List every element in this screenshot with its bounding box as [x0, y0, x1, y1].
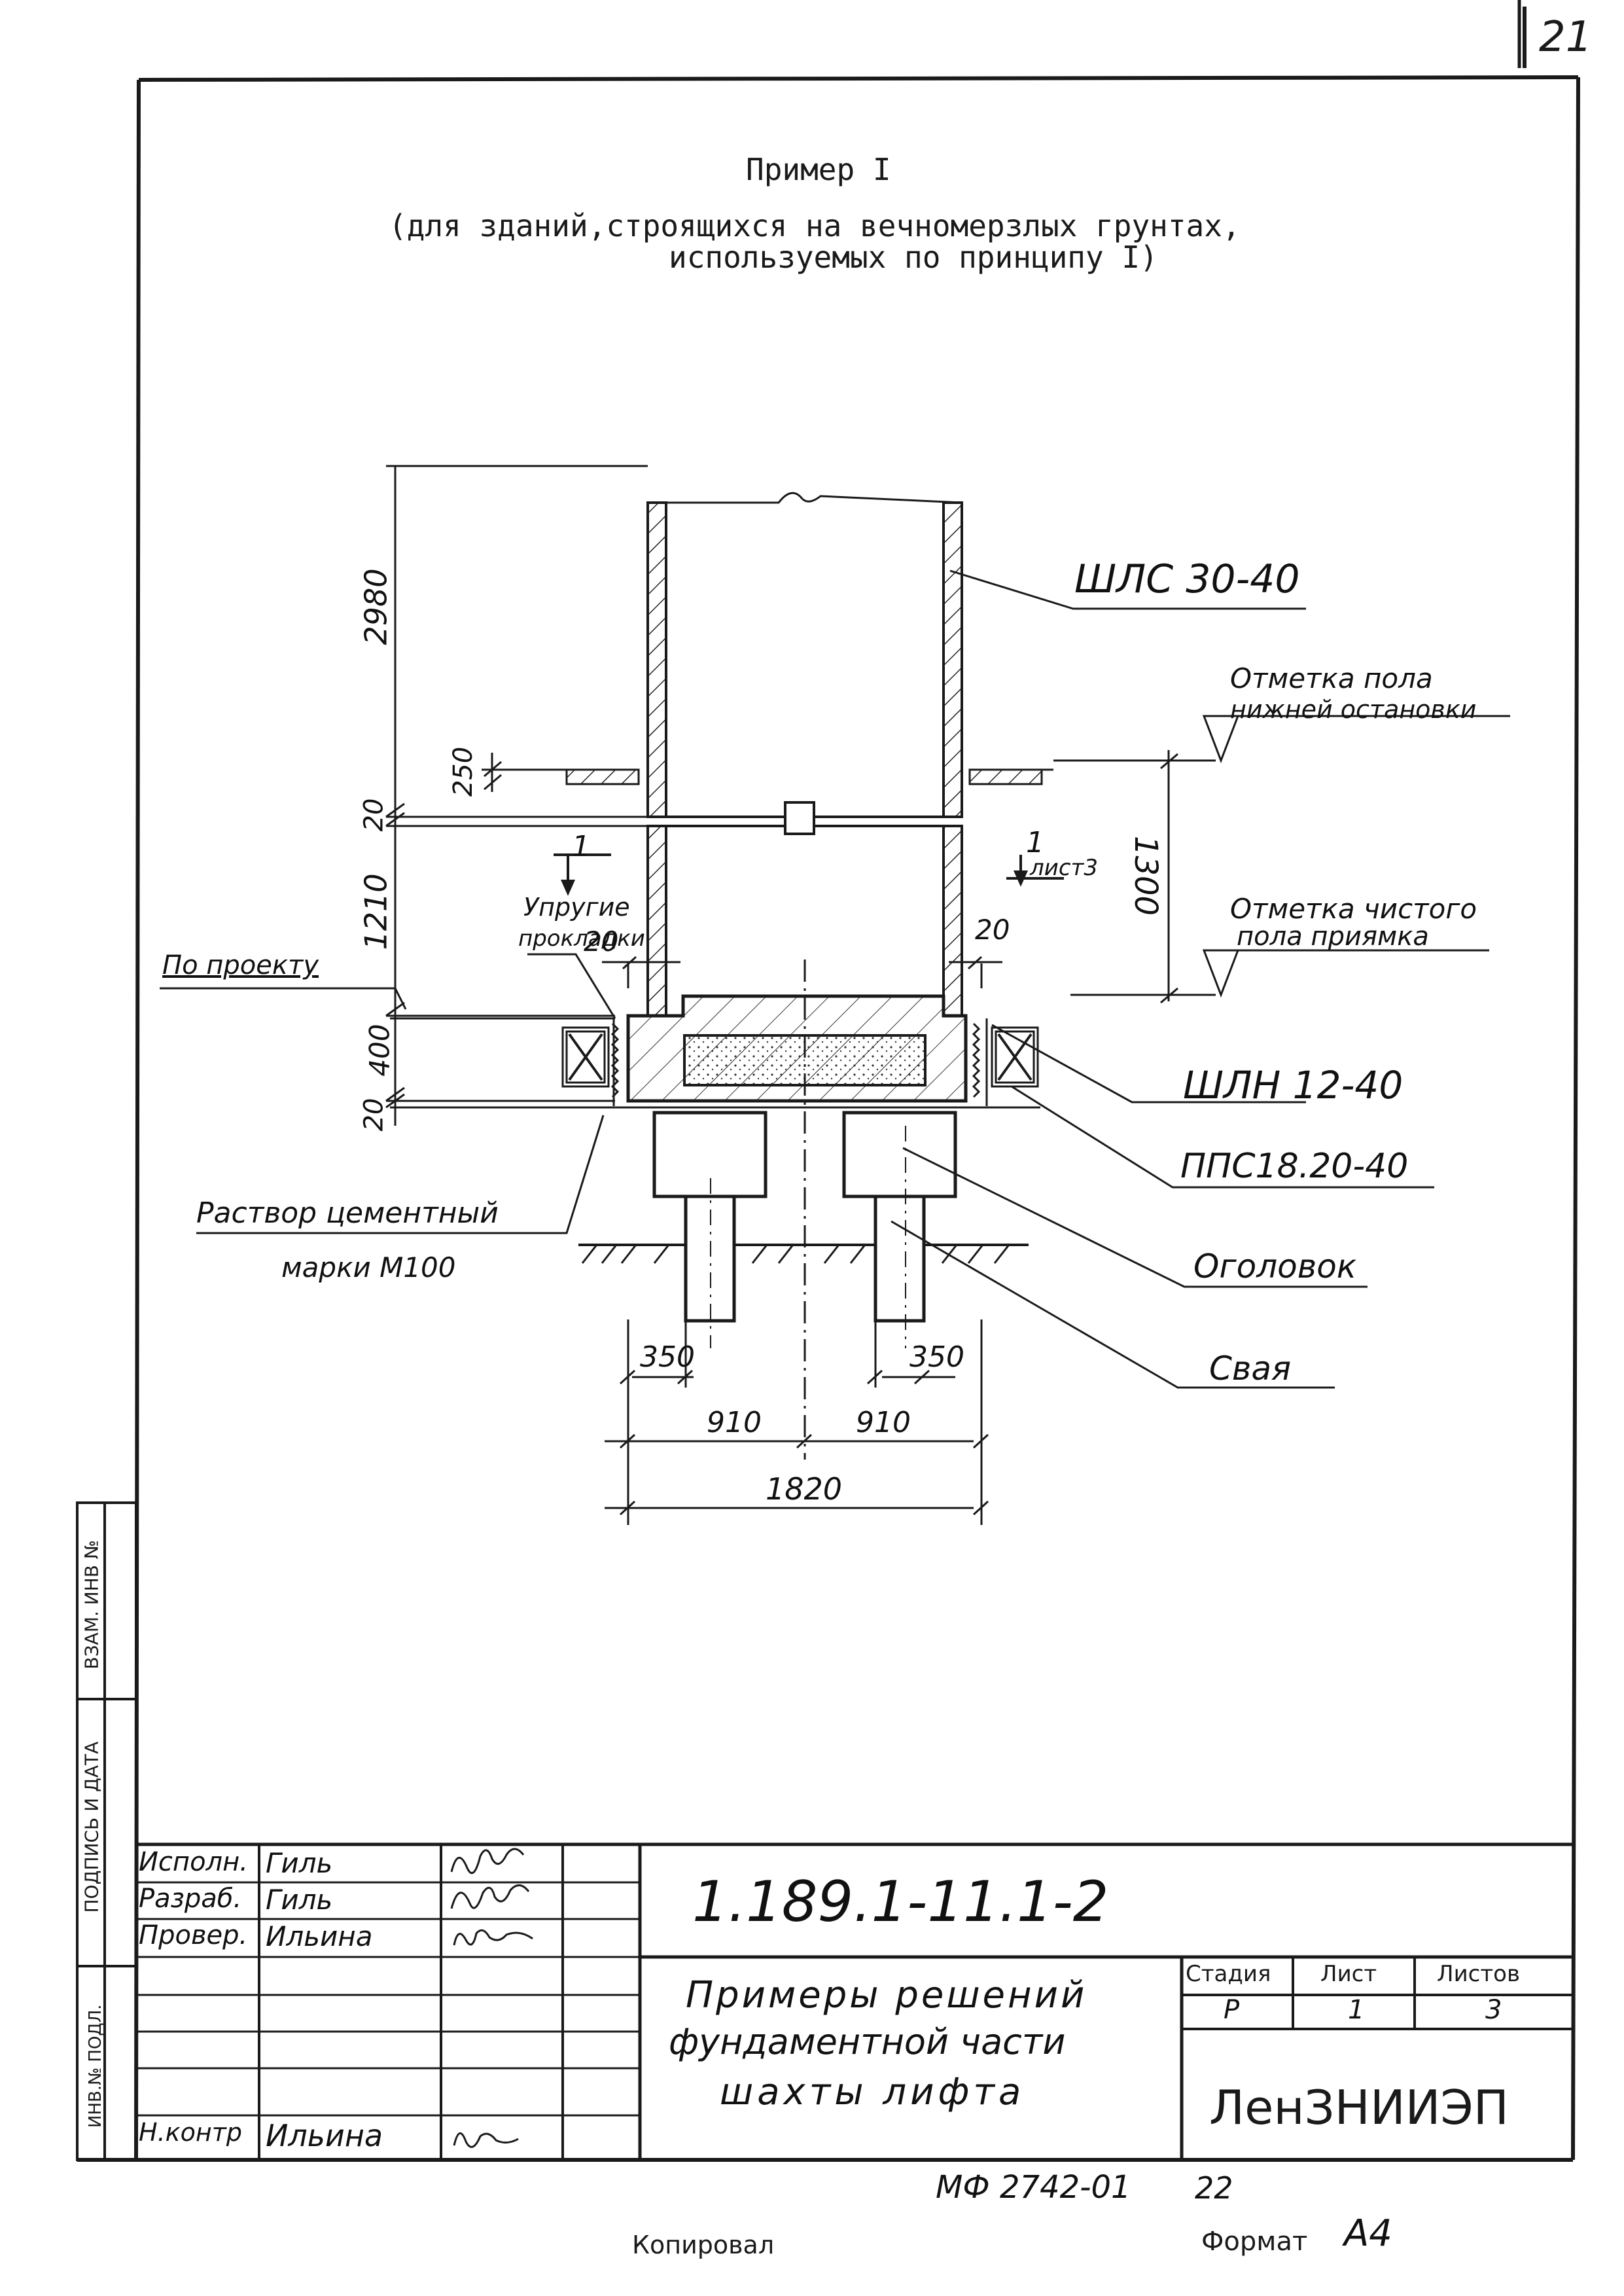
- dim-right-1300: [1053, 715, 1510, 1004]
- side-stamp-inv-vzam: ВЗАМ. ИНВ №: [80, 1539, 103, 1670]
- pit-block: [626, 994, 968, 1103]
- leader-lines: [160, 569, 1434, 1389]
- dim-20-bottom: 20: [359, 1098, 389, 1132]
- doc-title-line-3: шахты лифта: [720, 2071, 1025, 2113]
- dim-pile-left: 350: [640, 1340, 695, 1374]
- tb-role-2: Провер.: [139, 1920, 248, 1950]
- label-pit-mark-2: пола приямка: [1237, 922, 1429, 952]
- label-pile: Свая: [1209, 1350, 1292, 1388]
- dim-gap-left: 20: [584, 925, 619, 958]
- dim-2980: 2980: [358, 568, 394, 645]
- section-right-number: 1: [1026, 826, 1044, 859]
- format-label: Формат: [1201, 2227, 1308, 2257]
- dim-20-top: 20: [359, 798, 389, 832]
- label-pile-cap: Оголовок: [1193, 1247, 1357, 1285]
- stage-value: Р: [1224, 1995, 1240, 2025]
- dim-1300: 1300: [1127, 835, 1165, 916]
- mf-number: 22: [1195, 2170, 1233, 2206]
- section-marks: [554, 853, 1064, 896]
- label-floor-mark-1: Отметка пола: [1230, 662, 1433, 694]
- label-elastic-1: Упругие: [523, 893, 630, 922]
- tb-name-0: Гиль: [266, 1847, 333, 1879]
- dim-left-chain: [385, 465, 648, 1126]
- section-left-number: 1: [572, 830, 590, 863]
- dim-half-left: 910: [707, 1406, 762, 1439]
- tb-name-2: Ильина: [266, 1920, 373, 1952]
- tb-name-1: Гиль: [266, 1884, 333, 1916]
- dim-gaps: [602, 956, 1002, 988]
- mf-code: МФ 2742-01: [936, 2169, 1131, 2206]
- tb-role-0: Исполн.: [139, 1847, 248, 1877]
- dim-half-right: 910: [856, 1406, 911, 1439]
- ground-line: [578, 1244, 1029, 1264]
- shaft-lower-walls: [646, 825, 963, 1017]
- side-stamp-strip: [76, 1501, 137, 2161]
- label-floor-mark-2: нижней остановки: [1230, 695, 1477, 724]
- dim-bottom: [605, 1302, 989, 1525]
- format-value: А4: [1344, 2212, 1392, 2255]
- sheets-value: 3: [1485, 1995, 1502, 2025]
- section-right-sheet: лист3: [1030, 855, 1098, 881]
- title-block-grid: [136, 1842, 1573, 2160]
- tb-role-1: Разраб.: [139, 1884, 242, 1914]
- label-slab: ППС18.20-40: [1180, 1147, 1409, 1186]
- stage-header: Стадия: [1186, 1961, 1271, 1987]
- label-by-project: По проекту: [162, 950, 319, 980]
- tb-name-6: Ильина: [266, 2118, 383, 2153]
- label-pit-mark-1: Отметка чистого: [1230, 893, 1477, 925]
- sheets-header: Листов: [1437, 1961, 1521, 1987]
- tb-role-6: Н.контр: [139, 2118, 242, 2147]
- sheet-header: Лист: [1320, 1961, 1377, 1987]
- label-elastic-2: прокладки: [518, 925, 645, 952]
- shaft-upper-walls: [646, 492, 963, 835]
- org-name: ЛенЗНИИЭП: [1209, 2080, 1509, 2135]
- title-line-1: Пример I: [746, 152, 891, 187]
- dim-gap-right: 20: [975, 914, 1010, 946]
- label-mortar-1: Раствор цементный: [196, 1196, 499, 1230]
- dim-400: 400: [363, 1024, 396, 1077]
- dim-1210: 1210: [358, 873, 394, 950]
- title-line-3: используемых по принципу I): [669, 240, 1158, 275]
- label-shaft-block: ШЛС 30-40: [1074, 556, 1300, 602]
- doc-code: 1.189.1-11.1-2: [692, 1869, 1109, 1935]
- sheet-number: 21: [1539, 13, 1593, 62]
- dim-250: 250: [448, 746, 479, 797]
- side-stamp-inv-podl: ИНВ.№ ПОДЛ.: [86, 2004, 105, 2128]
- signatures: [450, 1848, 533, 2148]
- label-pit-block: ШЛН 12-40: [1183, 1063, 1403, 1107]
- doc-title-line-2: фундаментной части: [669, 2021, 1066, 2062]
- side-stamp-podpis-data: ПОДПИСЬ И ДАТА: [80, 1741, 103, 1913]
- copied-label: Копировал: [632, 2231, 775, 2259]
- label-mortar-2: марки М100: [281, 1251, 456, 1283]
- floor-slabs: [554, 768, 1053, 785]
- dim-pile-right: 350: [909, 1340, 964, 1374]
- dim-total: 1820: [766, 1471, 843, 1507]
- sheet-value: 1: [1348, 1995, 1365, 2025]
- title-line-2: (для зданий,строящихся на вечномерзлых г…: [389, 208, 1241, 243]
- doc-title-line-1: Примеры решений: [686, 1974, 1087, 2017]
- piles: [652, 1111, 957, 1323]
